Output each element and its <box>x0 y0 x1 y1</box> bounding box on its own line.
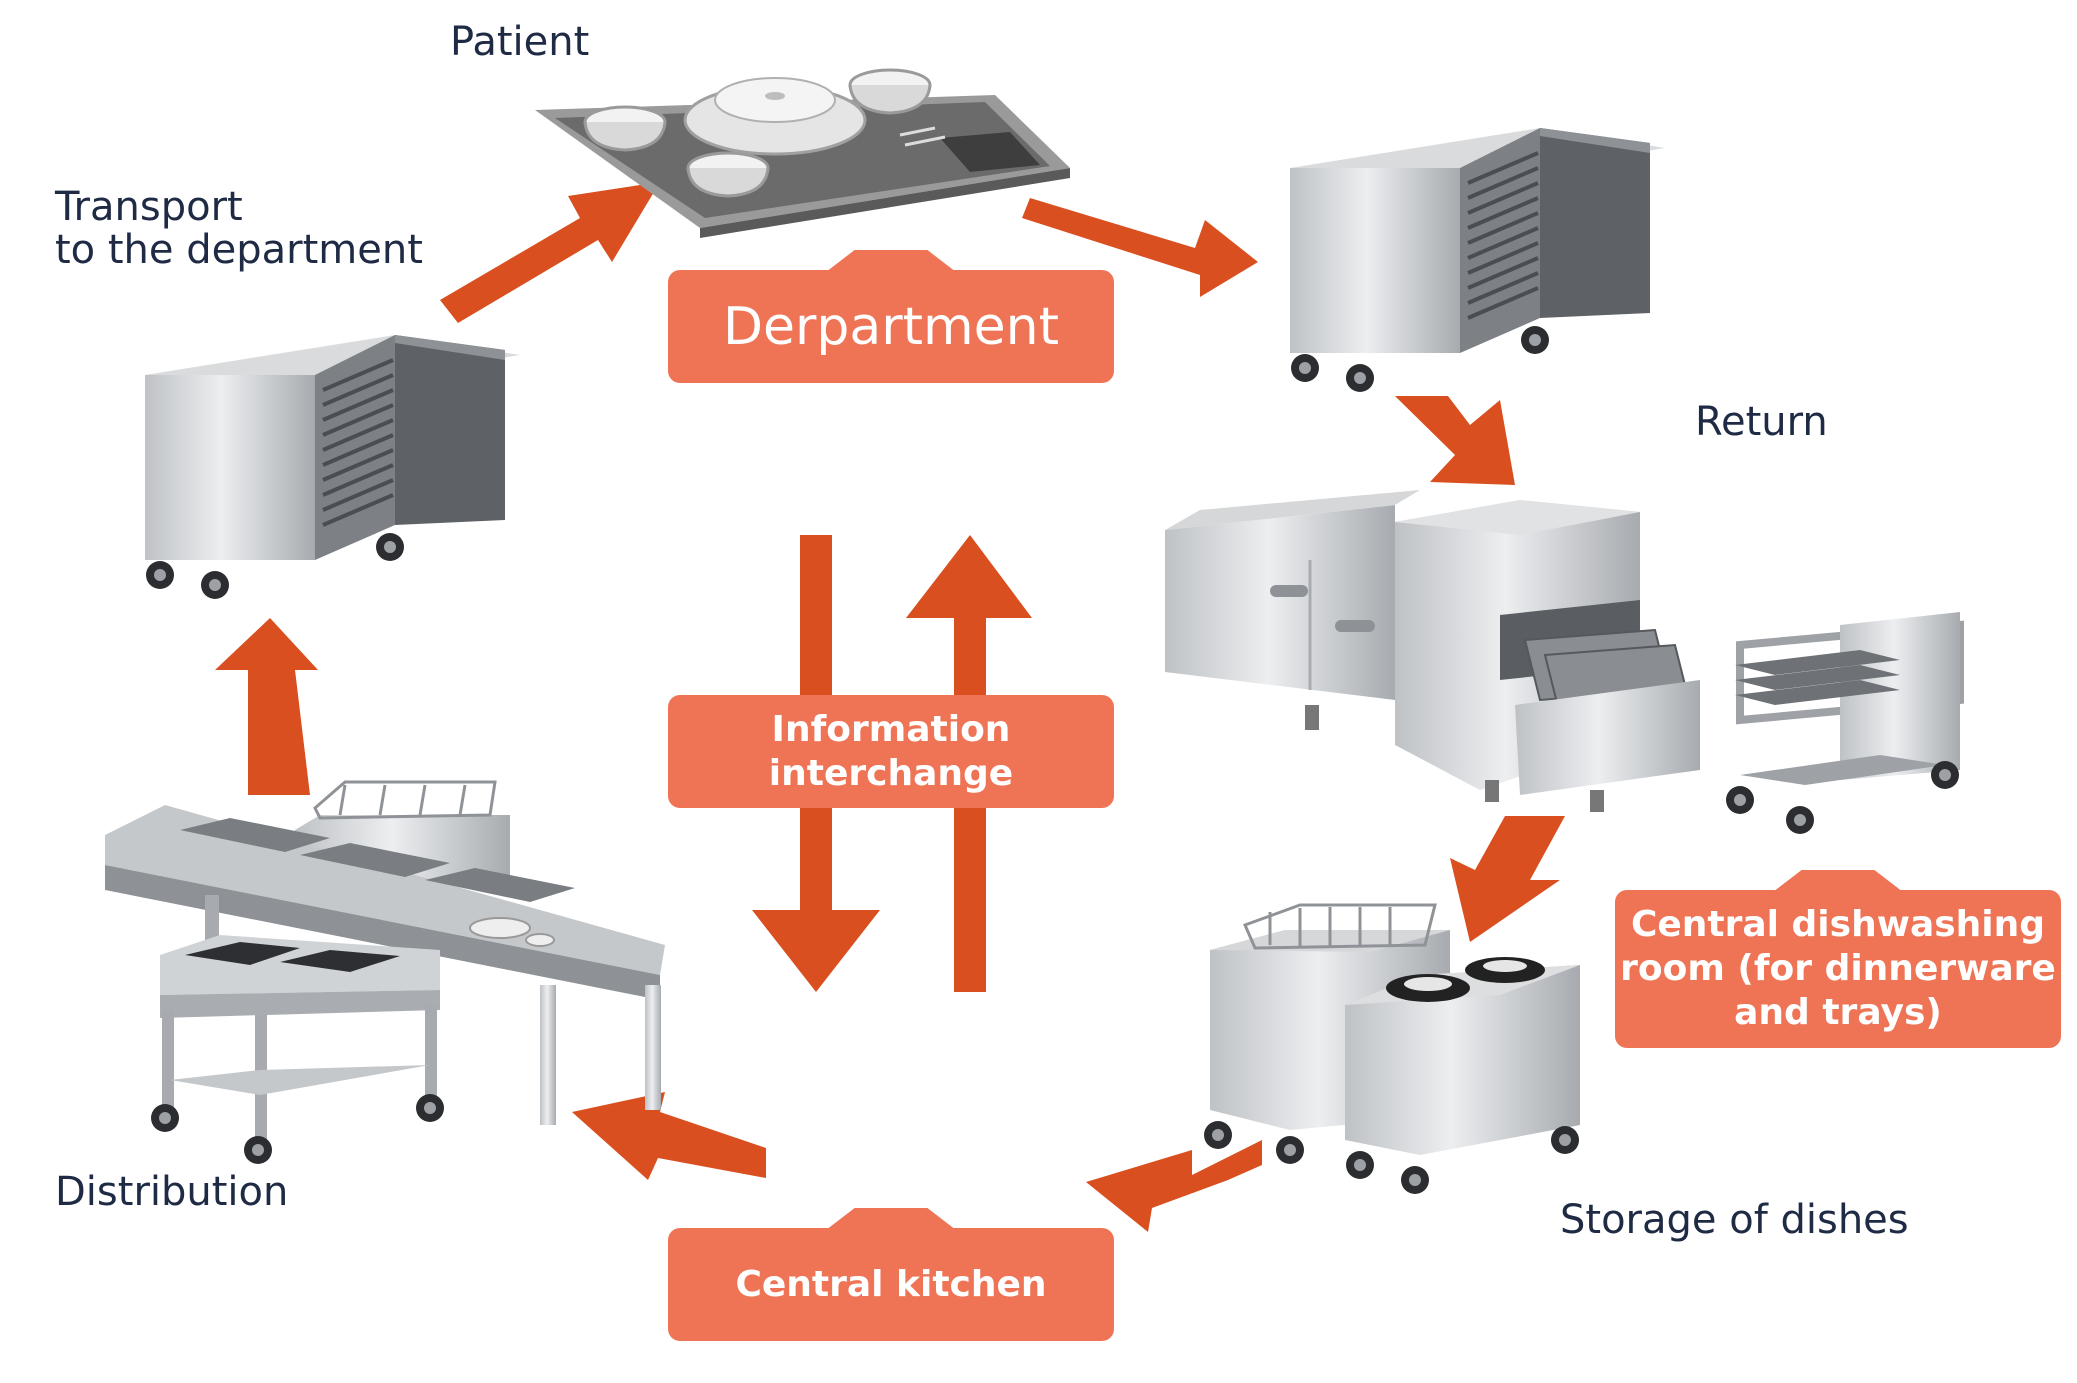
transport-label-line2: to the department <box>55 227 423 273</box>
dishwashing-box-line2: room (for dinnerware <box>1620 948 2056 989</box>
dishwasher-icon <box>1165 490 1964 834</box>
arrow-distribution-to-transport <box>215 618 318 795</box>
arrow-kitchen-to-distribution <box>572 1092 766 1180</box>
arrow-transport-to-patient <box>440 182 660 323</box>
distribution-table-icon <box>105 780 665 1164</box>
storage-label: Storage of dishes <box>1560 1197 1909 1243</box>
arrow-storage-to-kitchen <box>1086 1140 1262 1232</box>
dishwashing-box-line3: and trays) <box>1734 992 1942 1033</box>
arrow-return-to-dishwasher <box>1395 396 1515 485</box>
department-box-label: Derpartment <box>722 296 1060 357</box>
dishwashing-box-line1: Central dishwashing <box>1630 904 2046 945</box>
return-label: Return <box>1695 399 1828 445</box>
information-box: Information interchange <box>668 695 1114 808</box>
central-kitchen-box: Central kitchen <box>668 1208 1114 1341</box>
dishwashing-box: Central dishwashing room (for dinnerware… <box>1615 870 2061 1048</box>
distribution-label: Distribution <box>55 1169 289 1215</box>
patient-label: Patient <box>450 19 590 65</box>
transport-cart-icon <box>145 335 520 599</box>
meal-tray-icon <box>535 68 1070 238</box>
return-cart-icon <box>1290 128 1665 392</box>
department-box: Derpartment <box>668 250 1114 383</box>
arrow-patient-to-return <box>1022 198 1258 297</box>
dish-dispenser-icon <box>1204 903 1580 1194</box>
central-kitchen-box-label: Central kitchen <box>735 1264 1047 1305</box>
arrow-dishwasher-to-storage <box>1450 816 1565 942</box>
information-box-line2: interchange <box>768 752 1014 794</box>
information-box-line1: Information <box>771 708 1011 750</box>
transport-label-line1: Transport <box>55 184 243 230</box>
